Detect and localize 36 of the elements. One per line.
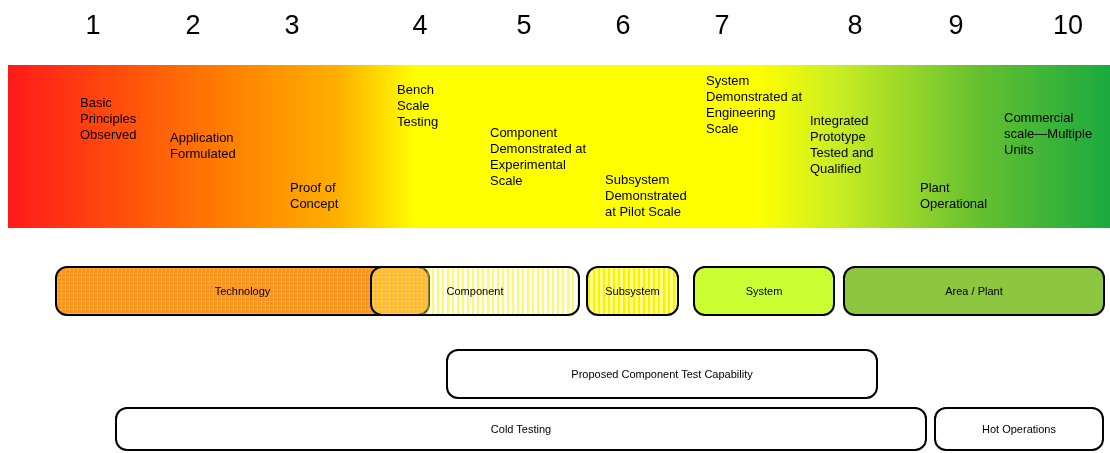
stage-description: Proof of Concept	[290, 180, 340, 212]
phase-bar	[843, 266, 1105, 316]
level-number: 2	[184, 10, 202, 41]
level-number: 7	[713, 10, 731, 41]
phase-bar	[55, 266, 430, 316]
stage-description: Subsystem Demonstrated at Pilot Scale	[605, 172, 688, 220]
stage-description: Bench Scale Testing	[397, 82, 440, 130]
stage-description: Component Demonstrated at Experimental Scale	[490, 125, 588, 189]
level-number: 4	[411, 10, 429, 41]
bar-label: Hot Operations	[982, 423, 1056, 435]
stage-description: Basic Principles Observed	[80, 95, 138, 143]
bar-label: Cold Testing	[490, 423, 552, 435]
level-number: 5	[515, 10, 533, 41]
capability-bar	[446, 349, 878, 399]
level-number: 3	[283, 10, 301, 41]
stage-description: System Demonstrated at Engineering Scale	[706, 73, 804, 137]
phase-bar	[370, 266, 580, 316]
level-number: 10	[1051, 10, 1084, 41]
level-number: 6	[614, 10, 632, 41]
bar-label: Proposed Component Test Capability	[571, 368, 753, 380]
phase-bar	[693, 266, 835, 316]
level-number: 8	[846, 10, 864, 41]
bar-label: Subsystem	[605, 285, 660, 297]
phase-bar	[586, 266, 679, 316]
testing-bar	[115, 407, 927, 451]
stage-description: Commercial scale—Multiple Units	[1004, 110, 1094, 158]
stage-description: Application Formulated	[170, 130, 237, 162]
level-number: 1	[84, 10, 102, 41]
level-number: 9	[947, 10, 965, 41]
bar-label: Component	[446, 285, 504, 297]
bar-label: System	[745, 285, 783, 297]
bar-label: Technology	[214, 285, 271, 297]
stage-description: Plant Operational	[920, 180, 989, 212]
bar-label: Area / Plant	[945, 285, 1003, 297]
stage-description: Integrated Prototype Tested and Qualified	[810, 113, 875, 177]
testing-bar	[934, 407, 1104, 451]
